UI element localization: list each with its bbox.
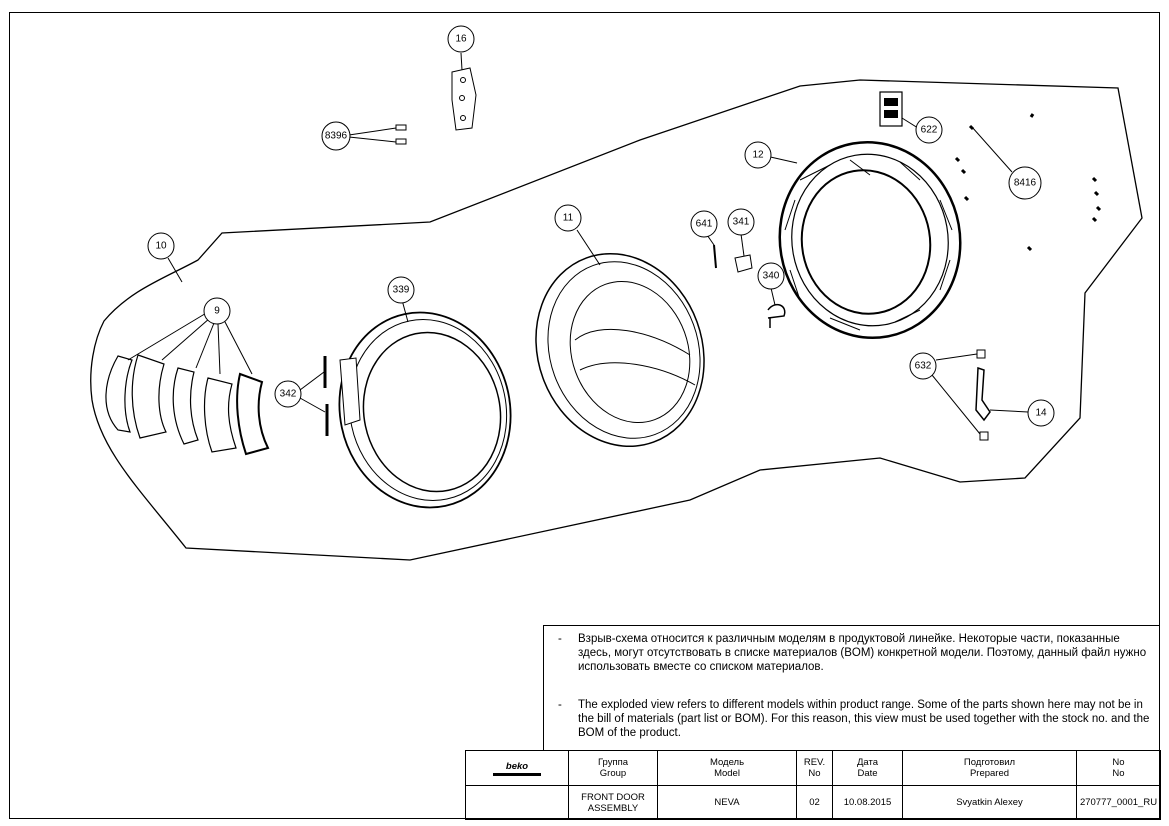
brand-logo-text: beko	[505, 760, 529, 772]
callout-16: 16	[447, 25, 475, 53]
header-model-en: Model	[714, 768, 740, 779]
part-8416-screws	[954, 113, 1102, 252]
note-english-text: The exploded view refers to different mo…	[578, 699, 1150, 739]
part-641-pin	[704, 231, 717, 269]
value-doc-no: 270777_0001_RU	[1076, 785, 1161, 820]
part-11-door-glass	[535, 229, 705, 448]
callout-9: 9	[203, 297, 231, 325]
part-16-hinge	[451, 52, 477, 131]
svg-text:11: 11	[563, 213, 574, 224]
svg-text:340: 340	[763, 271, 780, 282]
callout-10: 10	[147, 232, 175, 260]
header-rev: REV. No	[796, 750, 833, 786]
svg-text:16: 16	[455, 34, 467, 45]
part-341-latch	[734, 233, 753, 273]
callout-632: 632	[909, 352, 937, 380]
callout-11: 11	[554, 204, 582, 232]
note-russian: - Взрыв-схема относится к различным моде…	[558, 632, 1152, 688]
svg-text:632: 632	[915, 361, 932, 372]
part-340-hook	[767, 287, 786, 328]
callout-342: 342	[274, 380, 302, 408]
empty-cell	[465, 785, 569, 820]
part-12-door-frame	[765, 140, 962, 340]
svg-text:8416: 8416	[1014, 178, 1037, 189]
svg-text:341: 341	[733, 217, 750, 228]
callout-340: 340	[757, 262, 785, 290]
header-no-ru: No	[1112, 757, 1125, 768]
callout-641: 641	[690, 210, 718, 238]
svg-text:10: 10	[155, 241, 167, 252]
header-date-ru: Дата	[856, 757, 879, 768]
callout-14: 14	[1027, 399, 1055, 427]
part-339-door-ring	[338, 299, 512, 509]
header-date-en: Date	[857, 768, 878, 779]
header-no: No No	[1076, 750, 1161, 786]
svg-text:339: 339	[393, 285, 410, 296]
part-622-bracket	[879, 91, 919, 129]
callout-8396: 8396	[321, 121, 351, 151]
value-group-line2: ASSEMBLY	[587, 802, 639, 814]
svg-text:342: 342	[280, 389, 297, 400]
assembly-outline	[90, 79, 1143, 561]
brand-logo: beko	[465, 750, 569, 786]
notes-box: - Взрыв-схема относится к различным моде…	[543, 625, 1160, 750]
title-block: beko Группа Group Модель Model REV. No Д…	[465, 750, 1161, 820]
svg-text:622: 622	[921, 125, 938, 136]
svg-text:8396: 8396	[325, 131, 348, 142]
part-9-handles	[105, 311, 270, 456]
header-rev-en: No	[808, 768, 821, 779]
svg-text:14: 14	[1035, 408, 1047, 419]
header-group-en: Group	[599, 768, 627, 779]
callout-8416: 8416	[1008, 166, 1042, 200]
svg-text:12: 12	[752, 150, 764, 161]
callout-339: 339	[387, 276, 415, 304]
header-model: Модель Model	[657, 750, 797, 786]
part-342-pins	[299, 356, 329, 436]
note-dash: -	[558, 699, 562, 711]
callout-341: 341	[727, 208, 755, 236]
callout-12: 12	[744, 141, 772, 169]
part-14-sensor	[931, 349, 1029, 441]
part-8396-screws	[348, 124, 407, 145]
value-rev: 02	[796, 785, 833, 820]
svg-text:641: 641	[696, 219, 713, 230]
header-model-ru: Модель	[709, 757, 745, 768]
callout-622: 622	[915, 116, 943, 144]
header-prepared-ru: Подготовил	[963, 757, 1016, 768]
part-10-leader	[167, 257, 183, 283]
value-group-line1: FRONT DOOR	[581, 791, 645, 803]
header-no-en: No	[1112, 768, 1125, 779]
note-english: - The exploded view refers to different …	[558, 698, 1152, 746]
header-prepared: Подготовил Prepared	[902, 750, 1077, 786]
value-date: 10.08.2015	[832, 785, 903, 820]
logo-underline	[493, 772, 541, 776]
value-prepared: Svyatkin Alexey	[902, 785, 1077, 820]
header-prepared-en: Prepared	[969, 768, 1010, 779]
header-date: Дата Date	[832, 750, 903, 786]
note-russian-text: Взрыв-схема относится к различным моделя…	[578, 633, 1147, 673]
svg-text:9: 9	[214, 306, 220, 317]
header-group: Группа Group	[568, 750, 658, 786]
value-model: NEVA	[657, 785, 797, 820]
header-group-ru: Группа	[597, 757, 629, 768]
value-group: FRONT DOOR ASSEMBLY	[568, 785, 658, 820]
header-rev-ru: REV.	[803, 757, 826, 768]
note-dash: -	[558, 633, 562, 645]
